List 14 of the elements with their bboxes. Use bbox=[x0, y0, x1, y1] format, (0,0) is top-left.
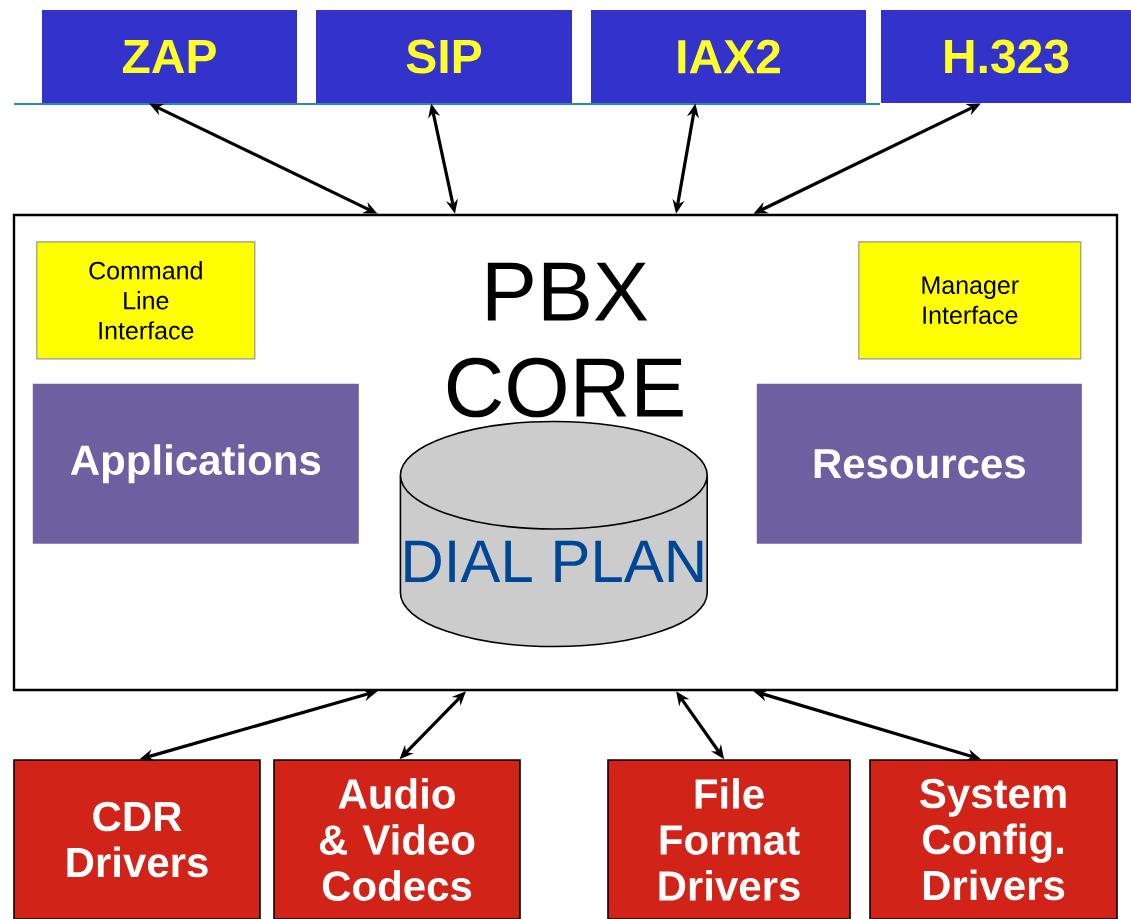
driver-box: File Format Drivers bbox=[607, 759, 851, 919]
interface-box: Manager Interface bbox=[858, 241, 1082, 360]
protocol-box: IAX2 bbox=[591, 10, 866, 103]
interface-box: Command Line Interface bbox=[36, 241, 256, 360]
driver-box: Audio & Video Codecs bbox=[273, 759, 521, 919]
driver-box: System Config. Drivers bbox=[869, 759, 1118, 919]
protocol-box: ZAP bbox=[42, 10, 297, 103]
core-title: PBX CORE bbox=[447, 262, 683, 418]
module-box: Resources bbox=[756, 383, 1082, 544]
module-box: Applications bbox=[32, 383, 359, 544]
protocol-box: H.323 bbox=[881, 10, 1131, 103]
database-cylinder: DIAL PLAN bbox=[399, 420, 708, 648]
driver-box: CDR Drivers bbox=[13, 759, 261, 919]
protocol-box: SIP bbox=[316, 10, 572, 103]
